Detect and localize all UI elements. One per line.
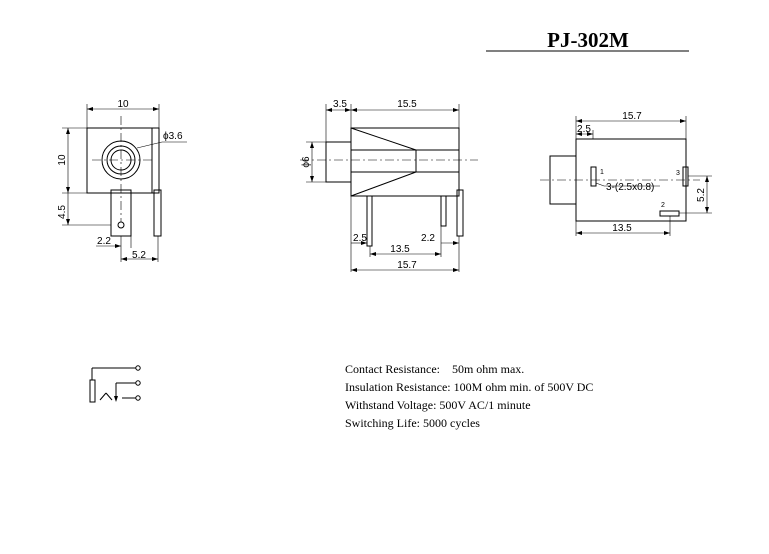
pcb-slot-label: 3-(2.5x0.8) — [606, 182, 654, 193]
schematic-sleeve — [89, 379, 96, 403]
front-pin-offset-label: 2.2 — [97, 236, 111, 247]
side-pin-mid — [440, 195, 447, 227]
pcb-pin3-slot — [682, 166, 689, 187]
side-body — [350, 127, 460, 197]
pcb-pin1-label: 1 — [600, 169, 604, 176]
side-pin-pitch-label: 13.5 — [390, 244, 410, 255]
pcb-view: 1 3 2 3-(2.5x0.8) 15.7 2.5 13.5 5.2 — [540, 111, 712, 236]
front-height-label: 10 — [57, 154, 68, 166]
side-overall-label: 15.7 — [397, 260, 417, 271]
spec-insulation-resistance: Insulation Resistance: 100M ohm min. of … — [345, 380, 593, 394]
specifications: Contact Resistance: 50m ohm max. Insulat… — [345, 362, 593, 430]
front-pin-right — [153, 189, 162, 237]
pcb-height-label: 5.2 — [696, 188, 707, 202]
front-diameter-label: ϕ3.6 — [163, 131, 183, 142]
side-nose-label: 3.5 — [333, 99, 347, 110]
pcb-pin1-slot — [590, 166, 597, 187]
spec-withstand-voltage: Withstand Voltage: 500V AC/1 minute — [345, 398, 531, 412]
pcb-offset-label: 2.5 — [577, 124, 591, 135]
side-diameter-label: ϕ6 — [301, 156, 312, 168]
pcb-pin2-slot — [659, 210, 680, 217]
front-pin-span-label: 5.2 — [132, 250, 146, 261]
pcb-pin2-label: 2 — [661, 202, 665, 209]
side-pin-left — [366, 195, 373, 247]
front-pin-height-label: 4.5 — [57, 205, 68, 219]
spec-contact-resistance: Contact Resistance: 50m ohm max. — [345, 362, 524, 376]
pcb-pin3-label: 3 — [676, 170, 680, 177]
side-view: 3.5 15.5 ϕ6 2.5 2.2 13.5 15.7 — [300, 99, 478, 272]
side-pin-gap-label: 2.5 — [353, 233, 367, 244]
pcb-pitch-label: 13.5 — [612, 223, 632, 234]
side-body-label: 15.5 — [397, 99, 417, 110]
front-housing-outline — [86, 127, 160, 194]
front-view: 10 ϕ3.6 10 4.5 2.2 5.2 — [57, 99, 187, 262]
pcb-overall-label: 15.7 — [622, 111, 642, 122]
front-width-label: 10 — [117, 99, 129, 110]
part-number-title: PJ-302M — [547, 28, 629, 52]
side-pin-right-label: 2.2 — [421, 233, 435, 244]
schematic-symbol — [89, 365, 141, 403]
side-pin-right — [456, 189, 464, 237]
spec-switching-life: Switching Life: 5000 cycles — [345, 416, 480, 430]
side-nose — [325, 141, 352, 183]
